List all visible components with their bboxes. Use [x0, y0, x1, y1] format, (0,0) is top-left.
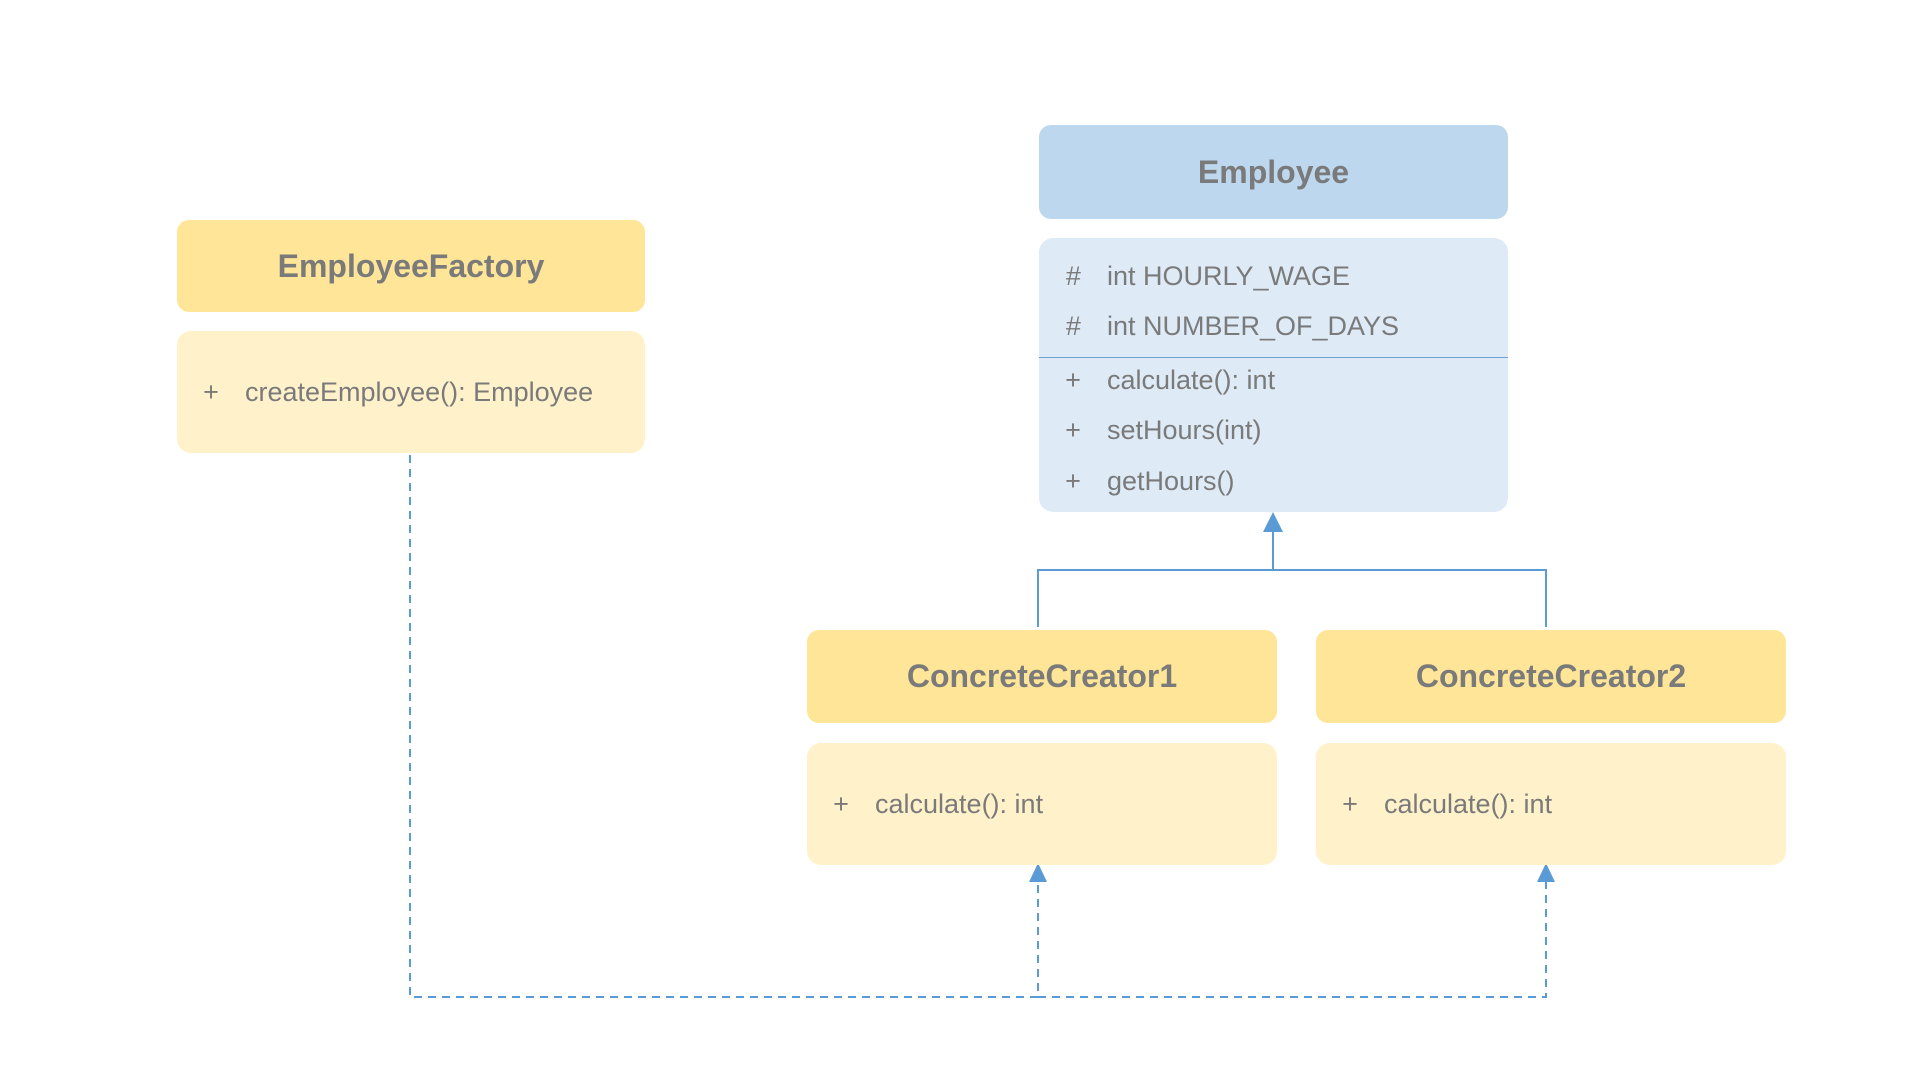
inheritance-line-concrete-creator-1	[1037, 569, 1273, 627]
class-body-employee: # int HOURLY_WAGE # int NUMBER_OF_DAYS +…	[1039, 238, 1508, 512]
method-calculate: calculate(): int	[1384, 788, 1553, 819]
inheritance-line-concrete-creator-2	[1273, 569, 1547, 627]
method-row: + calculate(): int	[807, 779, 1277, 829]
dependency-arrowhead-creator-1	[1029, 863, 1047, 882]
method-calculate: calculate(): int	[1107, 364, 1276, 395]
class-name-concrete-creator-2: ConcreteCreator2	[1316, 630, 1786, 723]
method-calculate: calculate(): int	[875, 788, 1044, 819]
method-row: + getHours()	[1039, 456, 1508, 506]
compartment-divider	[1039, 357, 1508, 358]
method-create-employee: createEmployee(): Employee	[245, 376, 594, 407]
method-row: + createEmployee(): Employee	[177, 367, 645, 417]
method-get-hours: getHours()	[1107, 465, 1235, 496]
visibility-marker: +	[1065, 414, 1081, 445]
class-body-concrete-creator-2: + calculate(): int	[1316, 743, 1786, 865]
visibility-marker: #	[1065, 310, 1081, 341]
class-body-concrete-creator-1: + calculate(): int	[807, 743, 1277, 865]
attribute-row: # int NUMBER_OF_DAYS	[1039, 301, 1508, 351]
class-body-employee-factory: + createEmployee(): Employee	[177, 331, 645, 453]
method-set-hours: setHours(int)	[1107, 414, 1262, 445]
class-name-employee: Employee	[1039, 125, 1508, 219]
visibility-marker: +	[833, 788, 849, 819]
visibility-marker: +	[1065, 364, 1081, 395]
visibility-marker: +	[1065, 465, 1081, 496]
visibility-marker: +	[203, 376, 219, 407]
dependency-arrowhead-creator-2	[1537, 863, 1555, 882]
dependency-line-factory-to-creator-1	[409, 455, 1039, 998]
attribute-number-of-days: int NUMBER_OF_DAYS	[1107, 310, 1400, 341]
inheritance-arrowhead	[1263, 512, 1283, 532]
dependency-line-factory-to-creator-2	[1038, 880, 1547, 998]
visibility-marker: #	[1065, 260, 1081, 291]
method-row: + calculate(): int	[1316, 779, 1786, 829]
method-row: + setHours(int)	[1039, 405, 1508, 455]
method-row: + calculate(): int	[1039, 355, 1508, 405]
class-name-employee-factory: EmployeeFactory	[177, 220, 645, 312]
attribute-hourly-wage: int HOURLY_WAGE	[1107, 260, 1351, 291]
attribute-row: # int HOURLY_WAGE	[1039, 251, 1508, 301]
class-name-concrete-creator-1: ConcreteCreator1	[807, 630, 1277, 723]
visibility-marker: +	[1342, 788, 1358, 819]
